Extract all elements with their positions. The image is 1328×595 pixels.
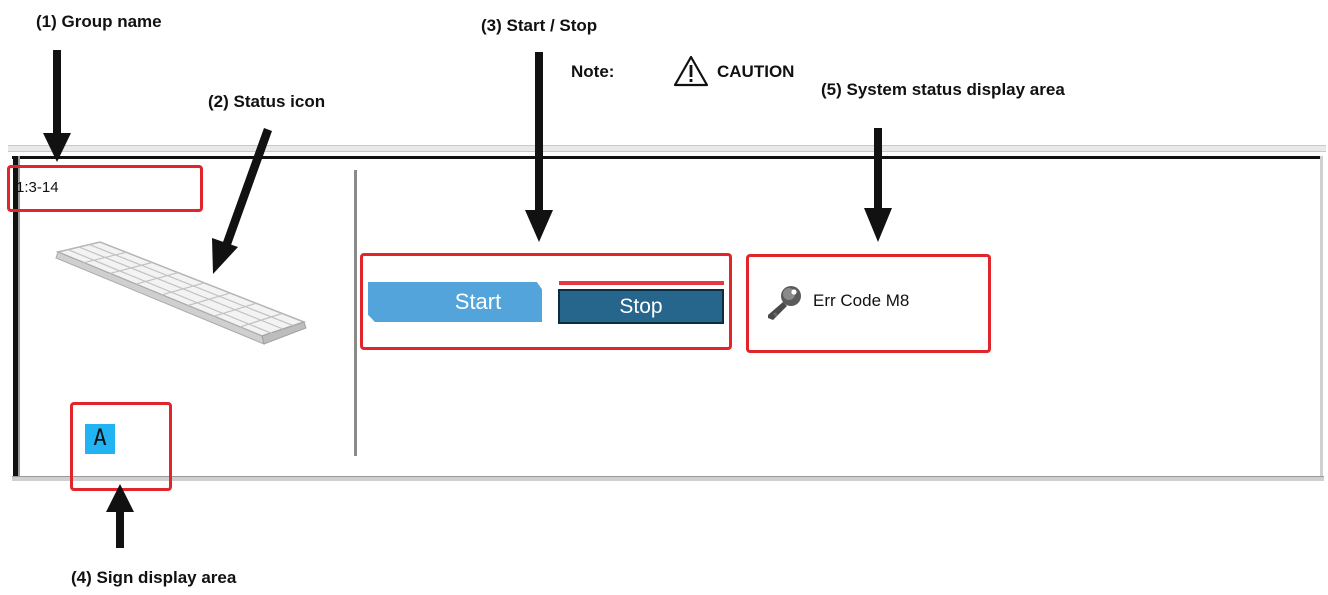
panel-frame-bottom	[12, 476, 1324, 481]
panel-divider	[354, 170, 357, 456]
arrow-system-status	[864, 128, 892, 242]
note-caution: CAUTION	[717, 62, 795, 81]
highlight-start-stop	[360, 253, 732, 350]
callout-status-icon: (2) Status icon	[208, 92, 326, 111]
start-button[interactable]: Start	[368, 282, 542, 322]
key-icon	[768, 286, 801, 320]
ceiling-light-panel-icon	[55, 241, 307, 345]
highlight-system-status	[746, 254, 991, 353]
panel-frame-top	[8, 145, 1326, 152]
panel-frame-left	[13, 156, 20, 478]
panel-frame-right	[1320, 156, 1323, 478]
note-label: Note:	[571, 62, 615, 81]
system-status-text: Err Code M8	[813, 291, 910, 310]
warning-triangle-icon	[673, 55, 709, 87]
arrow-status-icon	[212, 128, 272, 274]
sign-indicator: A	[85, 424, 115, 454]
highlight-group-name	[7, 165, 203, 212]
panel-frame-top-inner	[12, 156, 1322, 159]
stop-state-indicator	[559, 281, 724, 285]
arrow-group-name	[43, 50, 71, 162]
callout-group-name: (1) Group name	[36, 12, 162, 31]
callout-sign-display: (4) Sign display area	[71, 568, 237, 587]
stop-button[interactable]: Stop	[558, 289, 724, 324]
arrow-start-stop	[525, 52, 553, 242]
group-name: 1:3-14	[16, 179, 59, 196]
callout-start-stop: (3) Start / Stop	[481, 16, 598, 35]
callout-system-status: (5) System status display area	[821, 80, 1065, 99]
arrow-sign-display	[106, 484, 134, 548]
